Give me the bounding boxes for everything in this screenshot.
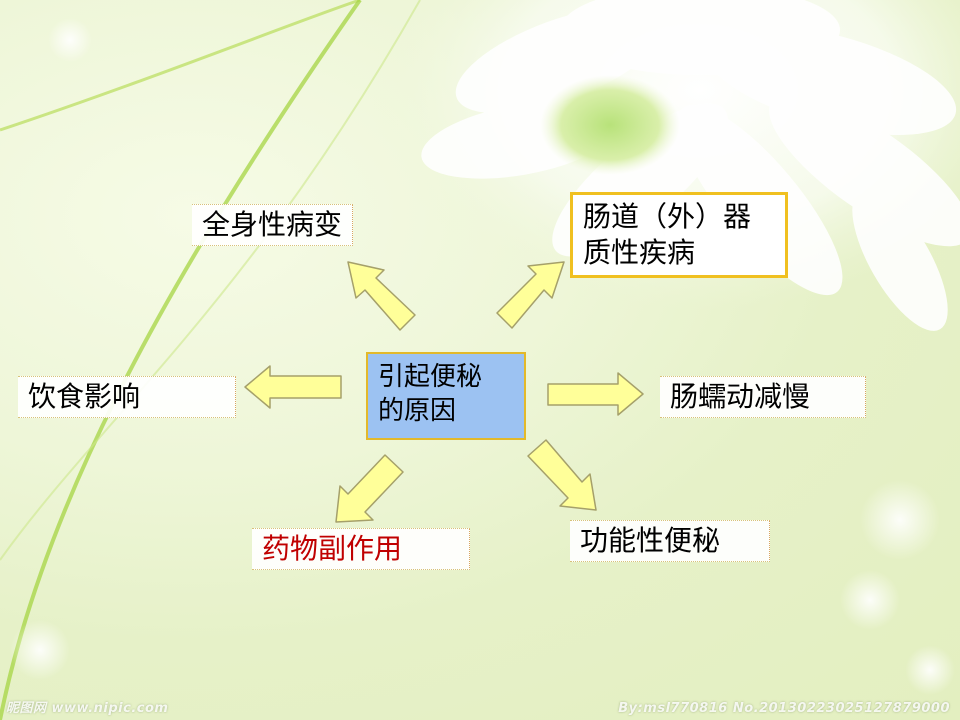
node-systemic-disease: 全身性病变 <box>192 204 354 246</box>
arrow-to-drug <box>335 454 404 523</box>
arrow-to-systemic <box>347 261 416 331</box>
arrow-to-peristalsis <box>547 372 644 416</box>
center-label-line2: 的原因 <box>378 396 457 426</box>
arrow-to-functional <box>527 439 597 511</box>
node-slow-peristalsis: 肠蠕动减慢 <box>660 376 866 418</box>
arrow-to-diet <box>244 365 342 409</box>
center-label-line1: 引起便秘 <box>378 362 483 392</box>
center-cause-box: 引起便秘 的原因 <box>366 352 526 440</box>
node-intestinal-line2: 质性疾病 <box>583 236 696 269</box>
node-intestinal-line1: 肠道（外）器 <box>583 200 752 233</box>
node-drug-side-effects: 药物副作用 <box>252 528 470 570</box>
node-diet-influence: 饮食影响 <box>18 376 236 418</box>
arrow-to-intestinal <box>496 261 565 329</box>
node-intestinal-organic-disease: 肠道（外）器 质性疾病 <box>570 192 788 278</box>
node-functional-constipation: 功能性便秘 <box>570 520 770 562</box>
watermark-right: By:msl770816 No.20130223025127879000 <box>618 701 950 716</box>
watermark-left: 昵图网 www.nipic.com <box>6 701 169 716</box>
